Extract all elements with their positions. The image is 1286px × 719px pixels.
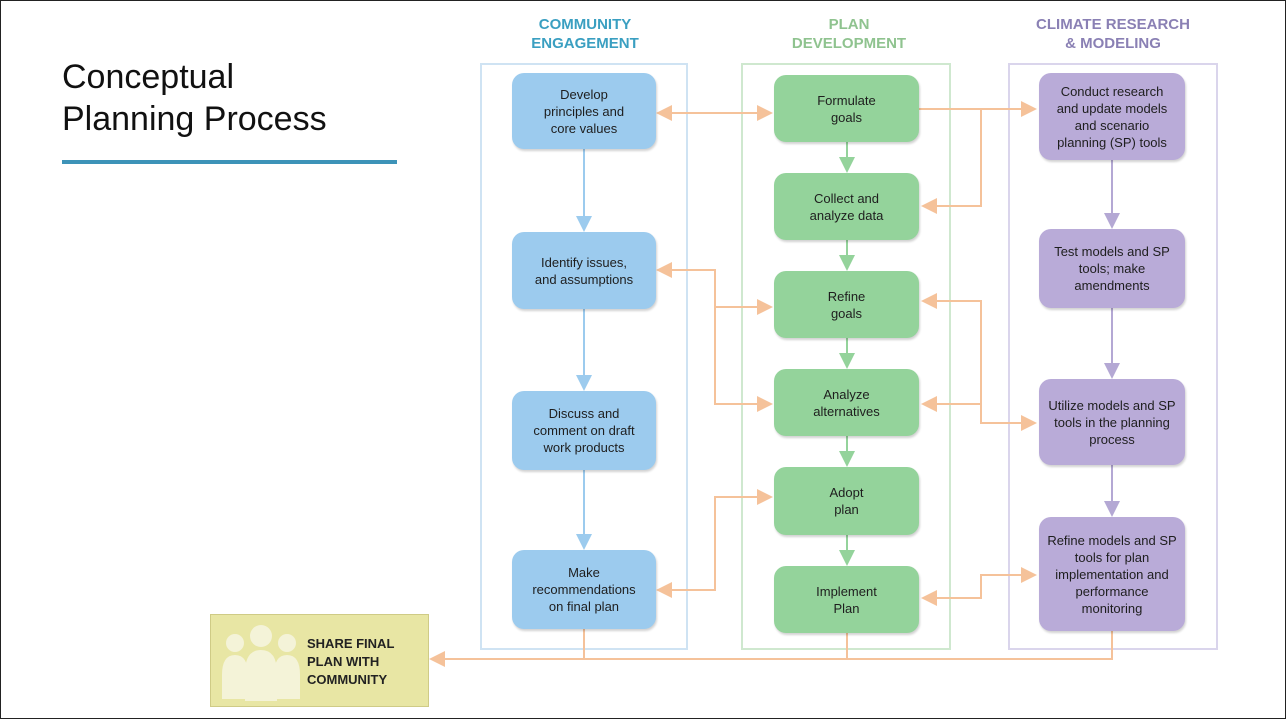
box-make-recommendations: Make recommendations on final plan	[512, 550, 656, 629]
box-refine-goals: Refine goals	[774, 271, 919, 338]
title-line-2: Planning Process	[62, 100, 327, 138]
title-underline	[62, 160, 397, 164]
box-adopt-plan: Adopt plan	[774, 467, 919, 535]
title-line-1: Conceptual	[62, 58, 235, 96]
share-final-plan-box: SHARE FINAL PLAN WITH COMMUNITY	[210, 614, 429, 707]
box-utilize-models: Utilize models and SP tools in the plann…	[1039, 379, 1185, 465]
box-develop-principles: Develop principles and core values	[512, 73, 656, 149]
box-implement-plan: Implement Plan	[774, 566, 919, 633]
box-test-models: Test models and SP tools; make amendment…	[1039, 229, 1185, 308]
share-final-plan-label: SHARE FINAL PLAN WITH COMMUNITY	[307, 636, 395, 687]
people-group-icon	[222, 625, 300, 701]
box-refine-models: Refine models and SP tools for plan impl…	[1039, 517, 1185, 631]
box-conduct-research: Conduct research and update models and s…	[1039, 73, 1185, 160]
column-heading-plan: PLAN DEVELOPMENT	[791, 16, 907, 52]
slide-title: Conceptual Planning Process	[62, 56, 327, 140]
box-formulate-goals: Formulate goals	[774, 75, 919, 142]
box-identify-issues: Identify issues, and assumptions	[512, 232, 656, 309]
box-analyze-alternatives: Analyze alternatives	[774, 369, 919, 436]
column-heading-community: COMMUNITY ENGAGEMENT	[531, 16, 639, 52]
box-discuss-comment: Discuss and comment on draft work produc…	[512, 391, 656, 470]
cross-link-arrows	[429, 101, 1113, 667]
box-collect-data: Collect and analyze data	[774, 173, 919, 240]
column-heading-research: CLIMATE RESEARCH & MODELING	[1036, 16, 1190, 52]
